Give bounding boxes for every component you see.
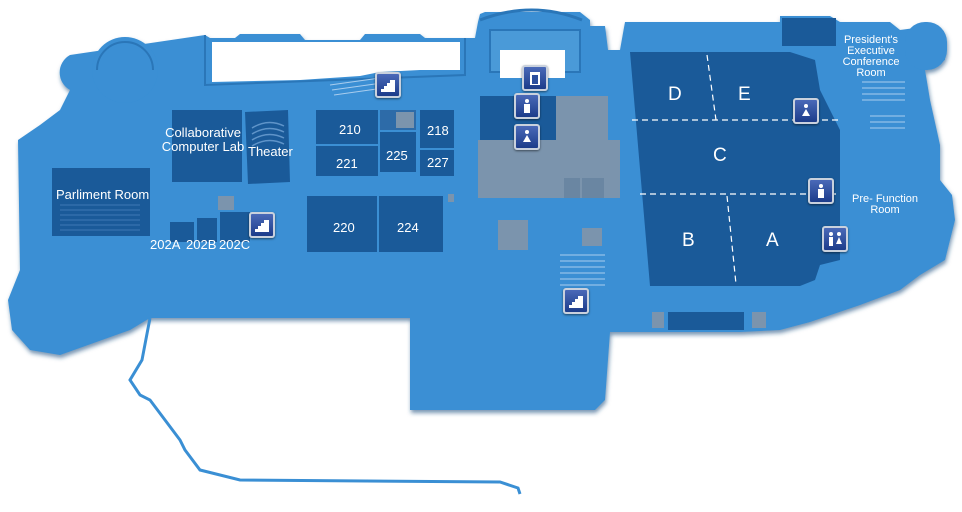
mens-restroom-icon[interactable]: [808, 178, 834, 204]
room-220-label: 220: [333, 220, 355, 235]
womens-restroom-icon[interactable]: [793, 98, 819, 124]
room-218-label: 218: [427, 123, 449, 138]
collaborative-computer-lab[interactable]: [172, 110, 242, 182]
room-225-label: 225: [386, 148, 408, 163]
room-202c[interactable]: [220, 212, 250, 242]
hall-b-label[interactable]: B: [682, 230, 695, 251]
hall-a-label[interactable]: A: [766, 230, 779, 251]
stairs-icon[interactable]: [249, 212, 275, 238]
room-202c-label: 202C: [219, 237, 251, 252]
stairs-icon[interactable]: [563, 288, 589, 314]
room-224-label: 224: [397, 220, 419, 235]
theater-label: Theater: [248, 144, 293, 159]
restrooms-icon[interactable]: [822, 226, 848, 252]
room-221[interactable]: [316, 146, 378, 176]
room-202b-label: 202B: [186, 237, 217, 252]
parliament-room-label: Parliment Room: [56, 187, 150, 202]
hall-d-label[interactable]: D: [668, 84, 682, 105]
room-202a[interactable]: [170, 222, 194, 242]
room-224[interactable]: [379, 196, 443, 252]
presidents-room-label: President's Executive Conference Room: [842, 34, 900, 79]
ballroom: [630, 52, 840, 330]
hall-c-label[interactable]: C: [713, 145, 727, 166]
room-225[interactable]: [380, 132, 416, 172]
room-202b[interactable]: [197, 218, 217, 242]
elevator-icon[interactable]: [522, 65, 548, 91]
collaborative-computer-lab-label: Collaborative Computer Lab: [161, 125, 245, 154]
room-220[interactable]: [307, 196, 377, 252]
room-221-label: 221: [336, 156, 358, 171]
parliament-room[interactable]: [52, 168, 150, 236]
room-227[interactable]: [420, 150, 454, 176]
room-210-label: 210: [339, 122, 361, 137]
room-202a-label: 202A: [150, 237, 181, 252]
presidents-executive-conference-room[interactable]: [782, 18, 836, 46]
pre-function-room-label: Pre- Function Room: [851, 193, 919, 216]
stairs-icon[interactable]: [375, 72, 401, 98]
mens-restroom-icon[interactable]: [514, 93, 540, 119]
room-210[interactable]: [316, 110, 378, 144]
room-218[interactable]: [420, 110, 454, 148]
womens-restroom-icon[interactable]: [514, 124, 540, 150]
room-227-label: 227: [427, 155, 449, 170]
hall-e-label[interactable]: E: [738, 84, 751, 105]
theater[interactable]: [245, 110, 290, 184]
